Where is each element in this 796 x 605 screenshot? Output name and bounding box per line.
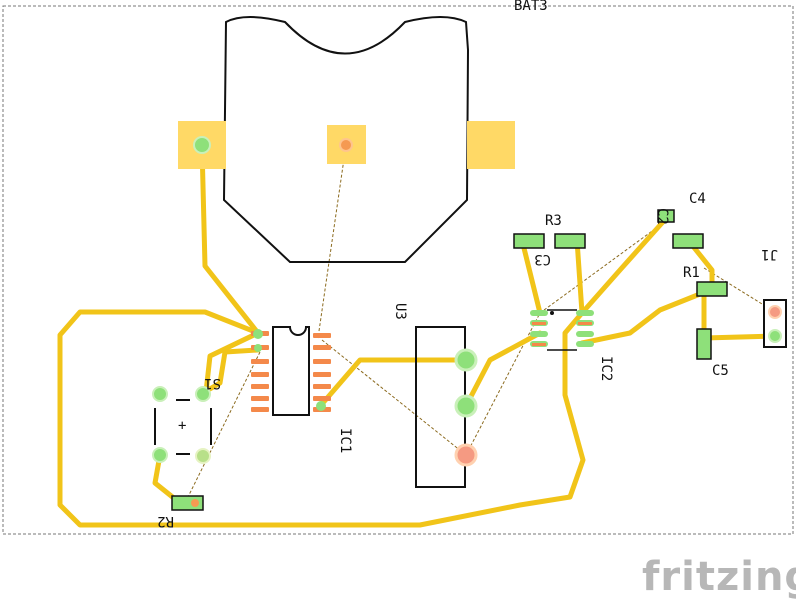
ic1-label: IC1 xyxy=(337,428,353,453)
battery-holder-outline xyxy=(222,16,470,263)
j1-label: J1 xyxy=(761,246,778,262)
c2-label: C2 xyxy=(654,208,670,225)
u3-label: U3 xyxy=(392,303,408,320)
ic2-chip: IC2 xyxy=(530,309,614,381)
bat3-pad-right xyxy=(467,121,515,169)
ic2-label: IC2 xyxy=(598,356,614,381)
board-outline xyxy=(2,5,794,535)
u3-component: U3 xyxy=(392,303,478,488)
bat3-label: BAT3 xyxy=(514,0,548,14)
traces xyxy=(57,143,778,528)
r2-label: R2 xyxy=(157,513,174,529)
capacitor-c5: C5 xyxy=(696,328,729,379)
ratsnest-lines xyxy=(184,144,776,504)
c3-label: C3 xyxy=(534,251,551,267)
c5-label: C5 xyxy=(712,363,729,379)
capacitor-c2: C2 xyxy=(654,208,675,225)
resistor-r1: R1 xyxy=(683,265,728,297)
bat3-via-left xyxy=(193,136,211,154)
capacitor-c4 xyxy=(672,233,704,249)
resistor-r2: R2 xyxy=(157,495,204,529)
r3-label: R3 xyxy=(545,213,562,229)
c4-label: C4 xyxy=(689,191,706,207)
switch-s1: + S1 xyxy=(152,375,221,464)
ic1-chip: IC1 xyxy=(251,326,353,453)
connector-j1: J1 xyxy=(761,246,787,348)
r1-label: R1 xyxy=(683,265,700,281)
bat3-via-center xyxy=(339,138,353,152)
fritzing-watermark: fritzing xyxy=(642,554,796,600)
resistor-r3: R3 xyxy=(513,213,586,249)
switch-plus-label: + xyxy=(178,418,186,434)
s1-label: S1 xyxy=(204,375,221,391)
